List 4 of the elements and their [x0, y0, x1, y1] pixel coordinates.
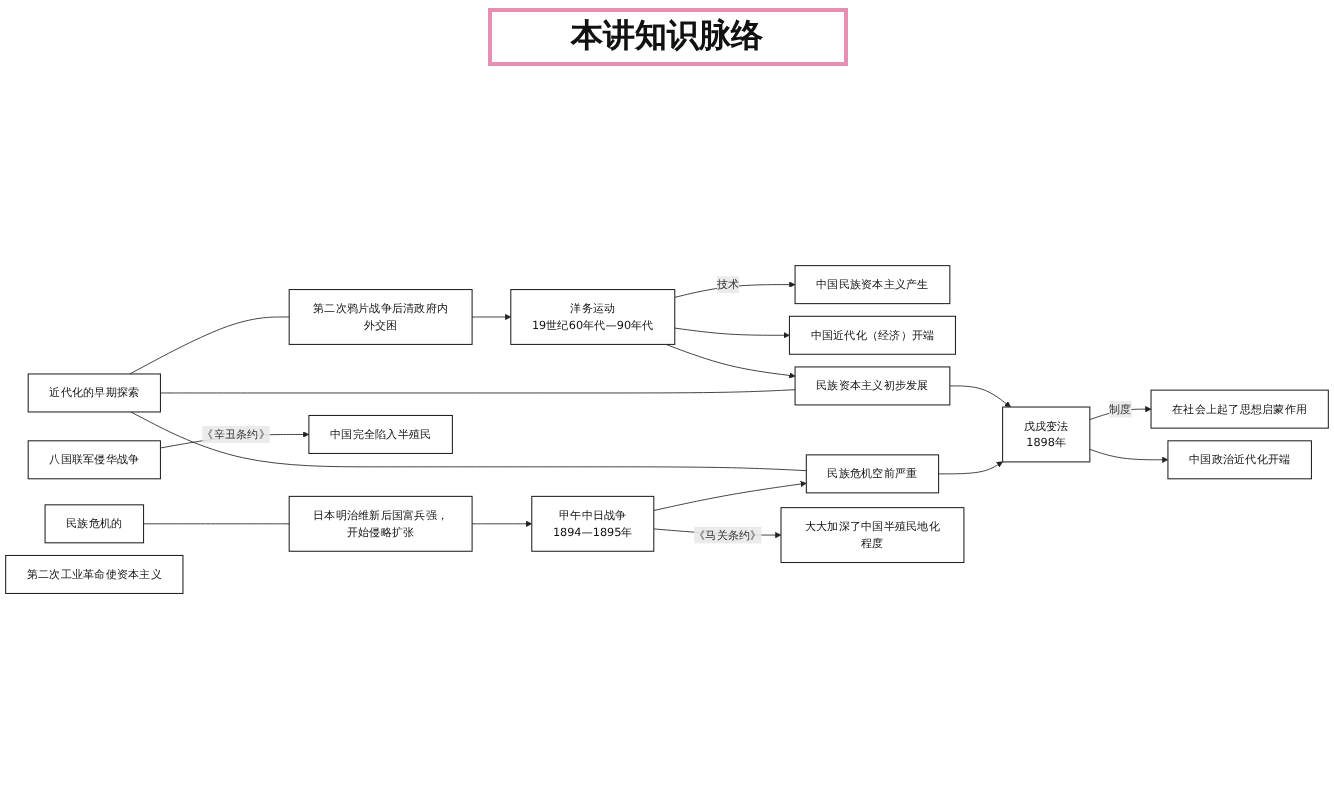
- connector: [143, 523, 290, 525]
- title: 本讲知识脉络: [487, 8, 847, 66]
- connector: [160, 389, 796, 394]
- connector: [129, 317, 290, 375]
